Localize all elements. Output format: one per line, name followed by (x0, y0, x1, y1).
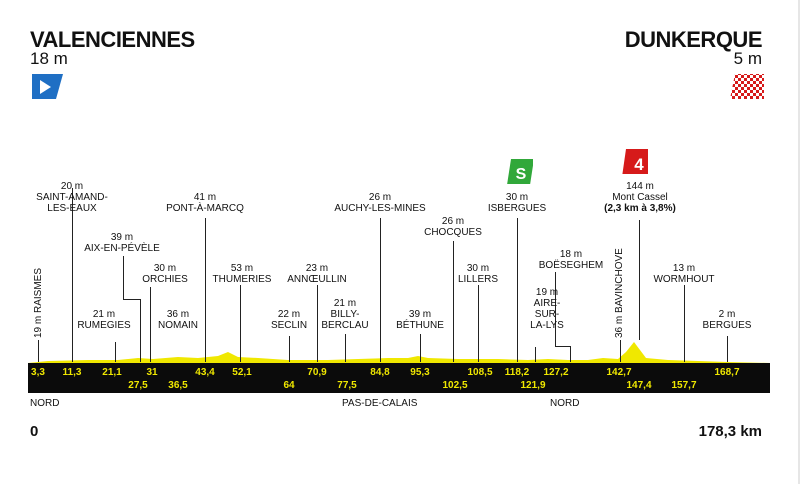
km-mark: 147,4 (626, 380, 652, 391)
sprint-label: S (516, 166, 527, 183)
marker-line (639, 220, 640, 340)
town-aire-sur-la-lys: 19 m AIRE-SUR-LA-LYS (530, 287, 564, 331)
marker-line (555, 346, 570, 347)
km-mark: 121,9 (520, 380, 546, 391)
sprint-icon: S (507, 159, 533, 184)
marker-line (140, 299, 141, 362)
km-mark: 27,5 (128, 380, 148, 391)
marker-line (517, 218, 518, 362)
town-bavinchove: 36 m BAVINCHOVE (614, 248, 625, 338)
marker-line (150, 287, 151, 362)
finish-flag-icon (730, 74, 764, 99)
marker-line (570, 346, 571, 362)
km-mark: 21,1 (102, 367, 122, 378)
marker-line (205, 218, 206, 362)
km-mark: 3,3 (31, 367, 45, 378)
marker-line (380, 218, 381, 362)
distance-start: 0 (30, 423, 39, 440)
department-label: PAS-DE-CALAIS (342, 398, 418, 409)
km-mark: 157,7 (671, 380, 697, 391)
km-mark: 52,1 (232, 367, 252, 378)
km-mark: 43,4 (195, 367, 215, 378)
start-town: VALENCIENNES (30, 27, 195, 52)
marker-line (420, 334, 421, 362)
marker-line (345, 334, 346, 362)
marker-line (289, 336, 290, 362)
km-mark: 168,7 (714, 367, 740, 378)
distance-total: 178,3 km (698, 423, 762, 440)
km-mark: 142,7 (606, 367, 632, 378)
marker-line (684, 285, 685, 362)
elevation-profile (28, 342, 770, 364)
climb-category: 4 (634, 155, 644, 174)
km-mark: 77,5 (337, 380, 357, 391)
km-mark: 11,3 (62, 367, 82, 378)
department-label: NORD (550, 398, 580, 409)
km-mark: 108,5 (467, 367, 493, 378)
marker-line (727, 336, 728, 362)
marker-line (72, 188, 73, 362)
km-mark: 95,3 (410, 367, 430, 378)
marker-line (478, 285, 479, 362)
climb-cat4-icon: 4 (622, 149, 648, 174)
marker-line (123, 256, 124, 300)
start-flag-icon (32, 74, 63, 99)
town-raismes: 19 m RAISMES (33, 267, 44, 338)
marker-line (38, 340, 39, 362)
marker-line (620, 340, 621, 362)
start-altitude: 18 m (30, 49, 68, 68)
km-mark: 64 (283, 380, 295, 391)
marker-line (240, 285, 241, 362)
km-mark: 102,5 (442, 380, 468, 391)
finish-town: DUNKERQUE (624, 27, 763, 52)
km-mark: 70,9 (307, 367, 327, 378)
town-billy-berclau: 21 m BILLY-BERCLAU (321, 298, 369, 331)
marker-line (555, 272, 556, 346)
marker-line (535, 347, 536, 362)
climb-detail: (2,3 km à 3,8%) (604, 203, 676, 214)
finish-altitude: 5 m (733, 49, 762, 68)
km-mark: 118,2 (504, 367, 530, 378)
marker-line (115, 342, 116, 362)
km-mark: 36,5 (168, 380, 188, 391)
department-label: NORD (30, 398, 60, 409)
distance-bar (28, 363, 770, 393)
km-mark: 84,8 (370, 367, 390, 378)
km-mark: 31 (146, 367, 158, 378)
marker-line (123, 299, 140, 300)
km-mark: 127,2 (543, 367, 569, 378)
climb-mont-cassel: 144 m Mont Cassel (2,3 km à 3,8%) (604, 181, 676, 214)
marker-line (453, 241, 454, 362)
marker-line (317, 285, 318, 362)
town-saint-amand: 20 m SAINT-AMAND-LES-EAUX (36, 181, 108, 214)
